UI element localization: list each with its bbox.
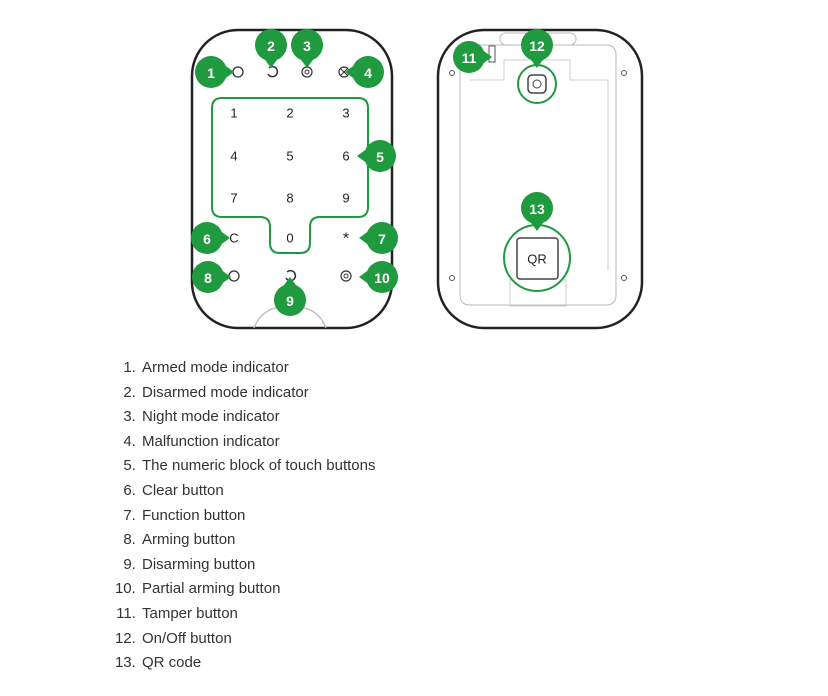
legend-item: QR code bbox=[140, 651, 375, 676]
power-button[interactable] bbox=[527, 74, 547, 94]
marker-4: 4 bbox=[345, 56, 384, 88]
marker-7: 7 bbox=[359, 222, 398, 254]
legend-item: Disarming button bbox=[140, 553, 375, 578]
marker-8: 8 bbox=[192, 261, 231, 293]
marker-1: 1 bbox=[195, 56, 234, 88]
tamper-switch bbox=[488, 45, 496, 63]
marker-6: 6 bbox=[191, 222, 230, 254]
legend-item: Night mode indicator bbox=[140, 405, 375, 430]
function-key[interactable]: * bbox=[343, 231, 349, 248]
marker-5: 5 bbox=[357, 140, 396, 172]
legend-item: Malfunction indicator bbox=[140, 430, 375, 455]
marker-number: 8 bbox=[204, 270, 212, 286]
key-2[interactable]: 2 bbox=[286, 106, 293, 121]
marker-number: 6 bbox=[203, 231, 211, 247]
numeric-block-outline bbox=[211, 97, 369, 254]
marker-number: 3 bbox=[303, 38, 311, 54]
key-3[interactable]: 3 bbox=[342, 106, 349, 121]
legend-item: Partial arming button bbox=[140, 577, 375, 602]
legend-item: Armed mode indicator bbox=[140, 356, 375, 381]
keypad-back: QR bbox=[436, 28, 644, 330]
marker-number: 11 bbox=[462, 50, 477, 66]
legend-item: Disarmed mode indicator bbox=[140, 381, 375, 406]
qr-code bbox=[516, 237, 559, 280]
marker-number: 1 bbox=[207, 65, 215, 81]
qr-label: QR bbox=[527, 252, 547, 267]
marker-number: 2 bbox=[267, 38, 275, 54]
marker-number: 4 bbox=[364, 65, 372, 81]
key-5[interactable]: 5 bbox=[286, 149, 293, 164]
legend-item: Tamper button bbox=[140, 602, 375, 627]
key-8[interactable]: 8 bbox=[286, 191, 293, 206]
key-7[interactable]: 7 bbox=[230, 191, 237, 206]
marker-number: 10 bbox=[374, 270, 390, 286]
legend-item: Arming button bbox=[140, 528, 375, 553]
keypad-front: 1 2 3 4 5 6 7 8 9 0 C * bbox=[190, 28, 394, 330]
clear-key[interactable]: C bbox=[229, 231, 238, 246]
legend-item: The numeric block of touch buttons bbox=[140, 454, 375, 479]
key-0[interactable]: 0 bbox=[286, 231, 293, 246]
key-6[interactable]: 6 bbox=[342, 149, 349, 164]
marker-number: 13 bbox=[529, 201, 545, 217]
marker-13: 13 bbox=[521, 192, 553, 231]
marker-9: 9 bbox=[274, 277, 306, 316]
key-9[interactable]: 9 bbox=[342, 191, 349, 206]
partial-arm-button-icon[interactable] bbox=[340, 270, 352, 282]
key-1[interactable]: 1 bbox=[230, 106, 237, 121]
marker-2: 2 bbox=[255, 29, 287, 68]
marker-number: 9 bbox=[286, 293, 294, 309]
key-4[interactable]: 4 bbox=[230, 149, 237, 164]
marker-12: 12 bbox=[521, 29, 553, 68]
legend-item: On/Off button bbox=[140, 627, 375, 652]
marker-number: 5 bbox=[376, 149, 384, 165]
legend-list: Armed mode indicatorDisarmed mode indica… bbox=[100, 356, 375, 676]
legend-item: Clear button bbox=[140, 479, 375, 504]
legend-item: Function button bbox=[140, 504, 375, 529]
marker-10: 10 bbox=[359, 261, 398, 293]
marker-number: 7 bbox=[378, 231, 386, 247]
marker-3: 3 bbox=[291, 29, 323, 68]
marker-11: 11 bbox=[453, 41, 492, 73]
power-icon bbox=[532, 79, 542, 89]
marker-number: 12 bbox=[529, 38, 545, 54]
